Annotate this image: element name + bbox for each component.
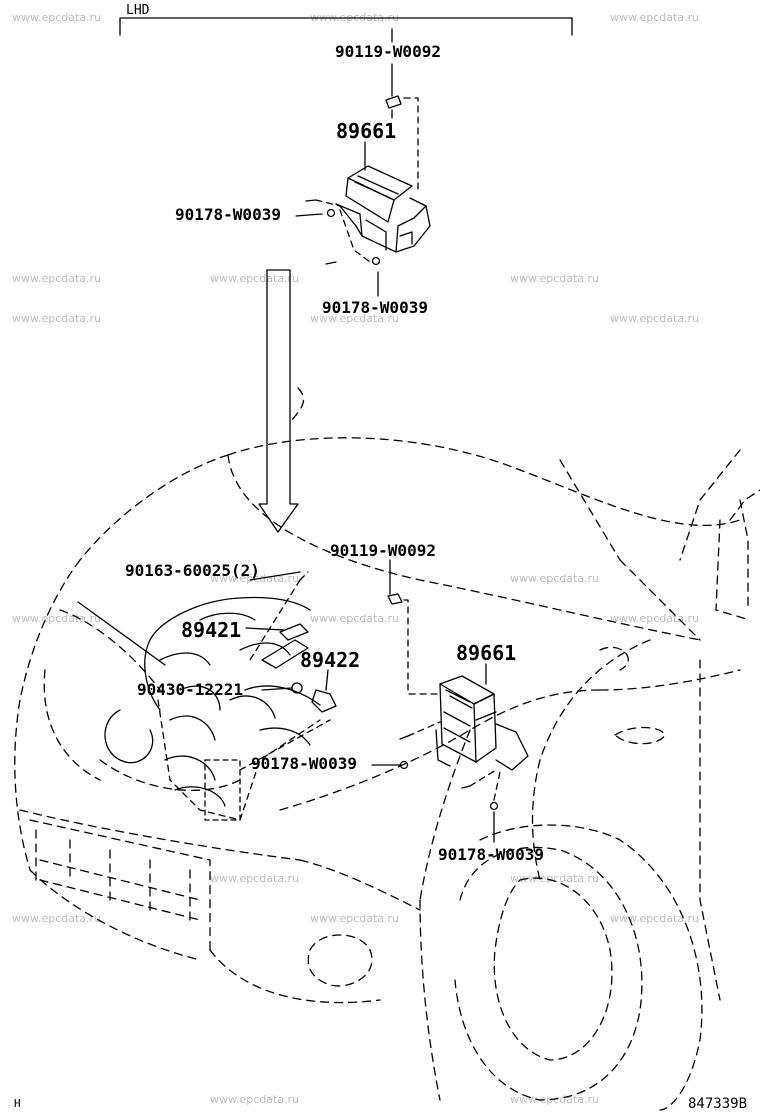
leader [249,571,301,581]
watermark: www.epcdata.ru [310,612,400,625]
watermark: www.epcdata.ru [610,312,700,325]
watermark: www.epcdata.ru [210,272,300,285]
view-arrow [258,269,299,533]
part-label-ecu-top[interactable]: 89661 [336,119,397,143]
part-label-bolt-sensor[interactable]: 90163-60025(2) [125,561,260,580]
leader [77,601,166,666]
part-label-nut-top-bottom[interactable]: 90178-W0039 [322,298,428,317]
watermark: www.epcdata.ru [510,572,600,585]
watermark: www.epcdata.ru [510,272,600,285]
ecu-top-detail [305,95,431,266]
part-label-sensor-1[interactable]: 89421 [181,618,242,642]
ecu-mid-detail [387,593,529,811]
watermark: www.epcdata.ru [12,11,102,24]
part-label-nut-top-left[interactable]: 90178-W0039 [175,205,281,224]
car-body-outline [14,387,760,1111]
part-label-bolt-mid[interactable]: 90119-W0092 [330,541,436,560]
part-label-ecu-mid[interactable]: 89661 [456,641,517,665]
watermark: www.epcdata.ru [210,572,300,585]
watermark: www.epcdata.ru [610,912,700,925]
part-label-bolt-top[interactable]: 90119-W0092 [335,42,441,61]
leader [295,213,323,217]
watermark: www.epcdata.ru [510,872,600,885]
part-label-grommet[interactable]: 90430-12221 [137,680,243,699]
watermark: www.epcdata.ru [210,872,300,885]
watermark: www.epcdata.ru [12,612,102,625]
part-label-nut-mid[interactable]: 90178-W0039 [251,754,357,773]
watermark: www.epcdata.ru [210,1093,300,1106]
leader [245,627,285,631]
leader [261,687,293,691]
watermark: www.epcdata.ru [310,912,400,925]
watermark: www.epcdata.ru [310,312,400,325]
variant-label: LHD [126,3,150,18]
ecu-mid-dashed [403,599,501,801]
part-label-nut-bottom[interactable]: 90178-W0039 [438,845,544,864]
lhd-bracket [119,17,573,36]
watermark: www.epcdata.ru [12,912,102,925]
engine-outline [157,571,331,821]
leader [325,669,329,691]
diagram-id: 847339B [688,1096,748,1112]
part-label-sensor-2[interactable]: 89422 [300,648,361,672]
footer-left-code: H [14,1097,21,1110]
watermark: www.epcdata.ru [610,11,700,24]
watermark: www.epcdata.ru [12,272,102,285]
watermark: www.epcdata.ru [610,612,700,625]
watermark: www.epcdata.ru [12,312,102,325]
